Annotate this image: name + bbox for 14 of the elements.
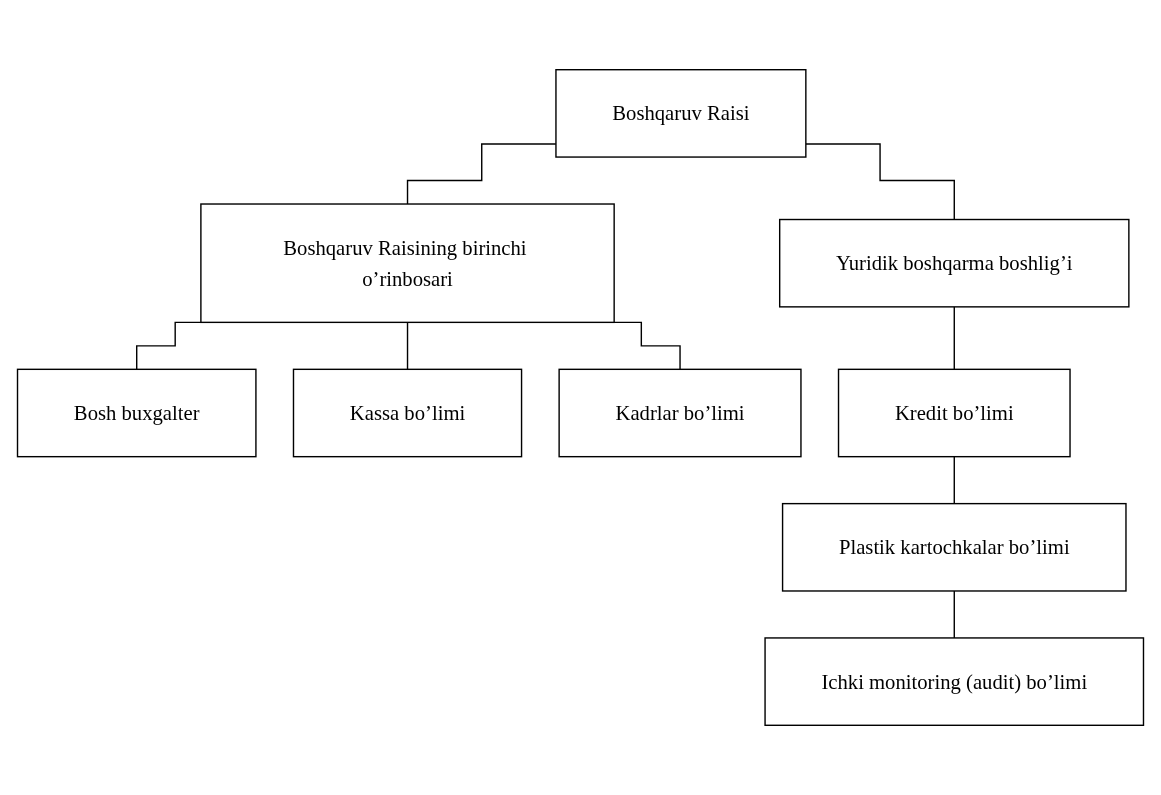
node-box: Kassa bo’limi	[292, 368, 523, 458]
node-box: Kredit bo’limi	[837, 368, 1071, 458]
connector	[805, 143, 955, 221]
node-box: Boshqaruv Raisining birinchi o’rinbosari	[200, 203, 615, 324]
connector	[406, 321, 409, 371]
node-box: Ichki monitoring (audit) bo’limi	[764, 637, 1145, 726]
node-box: Kadrlar bo’limi	[558, 368, 802, 458]
node-box: Boshqaruv Raisi	[555, 69, 807, 158]
connector	[953, 306, 955, 371]
connector	[953, 455, 955, 505]
node-box: Bosh buxgalter	[16, 368, 257, 458]
node-box: Yuridik boshqarma boshlig’i	[779, 218, 1130, 308]
node-box: Plastik kartochkalar bo’limi	[781, 502, 1127, 592]
connector	[953, 590, 955, 639]
